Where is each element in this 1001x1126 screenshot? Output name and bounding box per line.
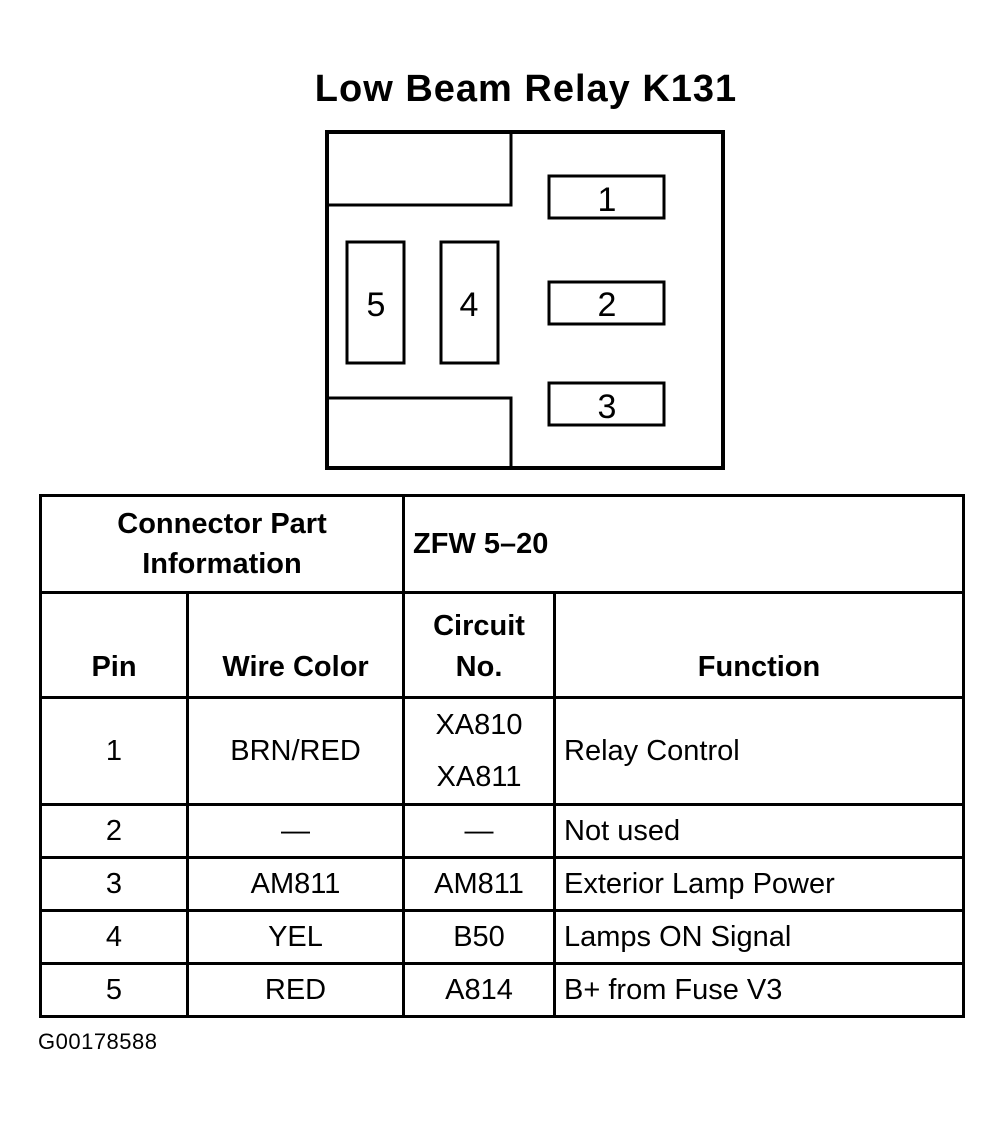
pin-cell: 2: [39, 803, 189, 859]
column-header-row: Pin Wire Color Circuit No. Function: [39, 591, 966, 699]
circuit-cell: AM811: [402, 856, 557, 912]
header-circuit: Circuit No.: [402, 591, 557, 699]
table-row: 4 YEL B50 Lamps ON Signal: [39, 909, 966, 965]
table-row: 2 — — Not used: [39, 803, 966, 859]
header-wire-color: Wire Color: [185, 591, 406, 699]
connector-pin-table: Connector Part Information ZFW 5–20 Pin …: [38, 494, 966, 1018]
diagram-title: Low Beam Relay K131: [314, 68, 738, 110]
part-info-label: Connector Part Information: [38, 494, 406, 594]
terminal-3-label: 3: [598, 388, 617, 426]
pin-cell: 5: [39, 962, 189, 1018]
wire-color-cell: YEL: [185, 909, 406, 965]
connector-top-notch: [327, 132, 513, 207]
wire-color-cell: RED: [185, 962, 406, 1018]
function-cell: Not used: [553, 803, 966, 859]
relay-connector-face: 1 2 3 4 5: [325, 130, 725, 470]
terminal-2-label: 2: [598, 286, 617, 324]
connector-bottom-notch: [327, 396, 513, 468]
function-cell: B+ from Fuse V3: [553, 962, 966, 1018]
header-circuit-line2: No.: [455, 651, 503, 683]
terminal-2: 2: [547, 280, 666, 326]
wire-color-cell: —: [185, 803, 406, 859]
table-row: 1 BRN/RED XA810 XA811 Relay Control: [39, 696, 966, 806]
part-info-label-line1: Connector Part: [117, 508, 327, 540]
part-info-row: Connector Part Information ZFW 5–20: [38, 494, 966, 594]
circuit-cell: XA810 XA811: [402, 696, 557, 806]
terminal-5: 5: [345, 240, 406, 365]
wire-color-cell: BRN/RED: [185, 696, 406, 806]
pin-cell: 3: [39, 856, 189, 912]
pin-cell: 1: [39, 696, 189, 806]
table-row: 3 AM811 AM811 Exterior Lamp Power: [39, 856, 966, 912]
table-row: 5 RED A814 B+ from Fuse V3: [39, 962, 966, 1018]
terminal-4: 4: [439, 240, 500, 365]
circuit-cell: A814: [402, 962, 557, 1018]
circuit-cell: —: [402, 803, 557, 859]
pin-cell: 4: [39, 909, 189, 965]
function-cell: Exterior Lamp Power: [553, 856, 966, 912]
function-cell: Lamps ON Signal: [553, 909, 966, 965]
circuit-cell: B50: [402, 909, 557, 965]
terminal-4-label: 4: [460, 286, 479, 324]
connector-housing: [325, 130, 725, 470]
wire-color-cell: AM811: [185, 856, 406, 912]
terminal-1: 1: [547, 174, 666, 220]
header-circuit-line1: Circuit: [433, 610, 525, 642]
function-cell: Relay Control: [553, 696, 966, 806]
circuit-value: XA811: [436, 761, 522, 793]
header-pin: Pin: [39, 591, 189, 699]
part-info-label-line2: Information: [142, 548, 302, 580]
figure-id: G00178588: [38, 1029, 158, 1054]
terminal-3: 3: [547, 381, 666, 427]
terminal-5-label: 5: [367, 286, 386, 324]
terminal-1-label: 1: [598, 181, 617, 219]
part-info-value: ZFW 5–20: [402, 494, 966, 594]
circuit-value: XA810: [435, 709, 523, 741]
header-function: Function: [553, 591, 966, 699]
